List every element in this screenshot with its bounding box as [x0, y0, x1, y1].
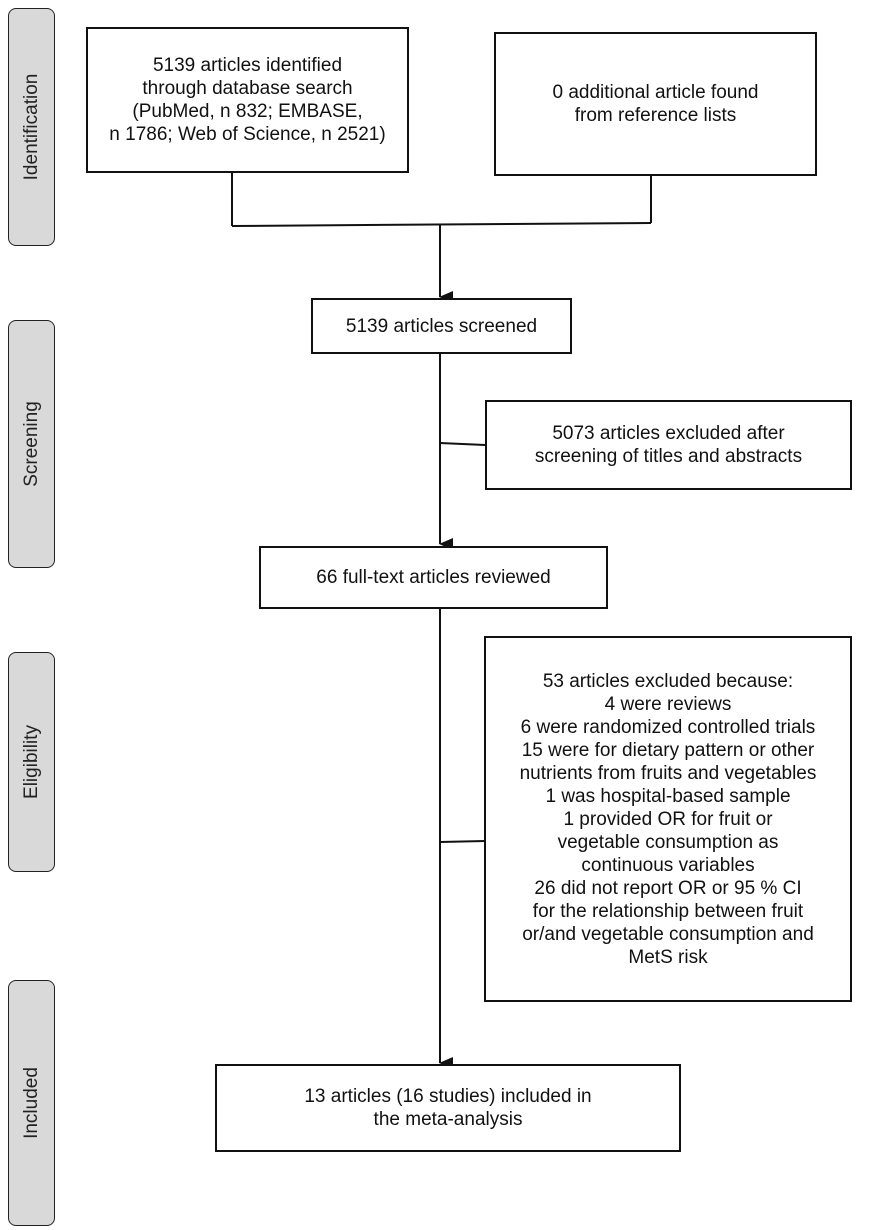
database-search-box: 5139 articles identified through databas… — [86, 27, 409, 173]
stage-identification: Identification — [8, 8, 55, 246]
database-search-line-3: (PubMed, n 832; EMBASE, — [132, 101, 363, 122]
database-search-line-4: n 1786; Web of Science, n 2521) — [109, 124, 386, 145]
eligibility-exclusion-line-1: 53 articles excluded because: — [542, 670, 794, 692]
eligibility-exclusion-line-2: 4 were reviews — [604, 693, 732, 715]
eligibility-exclusion-line-10: 26 did not report OR or 95 % CI — [534, 877, 802, 899]
eligibility-exclusion-box: 53 articles excluded because: 4 were rev… — [484, 636, 852, 1002]
screened-box: 5139 articles screened — [311, 298, 572, 354]
eligibility-exclusion-line-5: nutrients from fruits and vegetables — [519, 762, 817, 784]
stage-screening: Screening — [8, 320, 55, 568]
eligibility-exclusion-line-4: 15 were for dietary pattern or other — [521, 739, 815, 761]
eligibility-exclusion-line-8: vegetable consumption as — [557, 831, 779, 853]
included-line-1: 13 articles (16 studies) included in — [304, 1086, 592, 1107]
eligibility-exclusion-line-11: for the relationship between fruit — [532, 900, 804, 922]
connector-screening-exclusion — [439, 442, 486, 446]
full-text-text: 66 full-text articles reviewed — [316, 567, 551, 588]
screened-text: 5139 articles screened — [345, 315, 538, 337]
full-text-box: 66 full-text articles reviewed — [259, 546, 608, 609]
eligibility-exclusion-line-9: continuous variables — [581, 854, 755, 876]
stage-included: Included — [8, 980, 55, 1226]
screening-exclusion-line-2: screening of titles and abstracts — [534, 446, 803, 467]
eligibility-exclusion-line-3: 6 were randomized controlled trials — [520, 716, 816, 738]
connector-eligibility-exclusion — [439, 840, 486, 843]
included-line-2: the meta-analysis — [373, 1109, 523, 1130]
eligibility-exclusion-line-7: 1 provided OR for fruit or — [563, 808, 773, 830]
stage-eligibility: Eligibility — [8, 652, 55, 872]
connector-merge — [231, 222, 652, 227]
eligibility-exclusion-line-12: or/and vegetable consumption and — [522, 923, 814, 945]
screening-exclusion-box: 5073 articles excluded after screening o… — [485, 400, 852, 490]
database-search-line-2: through database search — [142, 78, 353, 99]
eligibility-exclusion-line-13: MetS risk — [628, 946, 708, 968]
database-search-line-1: 5139 articles identified — [152, 55, 343, 76]
included-box: 13 articles (16 studies) included in the… — [215, 1064, 681, 1152]
reference-lists-line-1: 0 additional article found — [552, 82, 759, 103]
reference-lists-box: 0 additional article found from referenc… — [494, 32, 817, 176]
screening-exclusion-line-1: 5073 articles excluded after — [552, 423, 785, 444]
reference-lists-line-2: from reference lists — [574, 105, 737, 126]
eligibility-exclusion-line-6: 1 was hospital-based sample — [545, 785, 791, 807]
